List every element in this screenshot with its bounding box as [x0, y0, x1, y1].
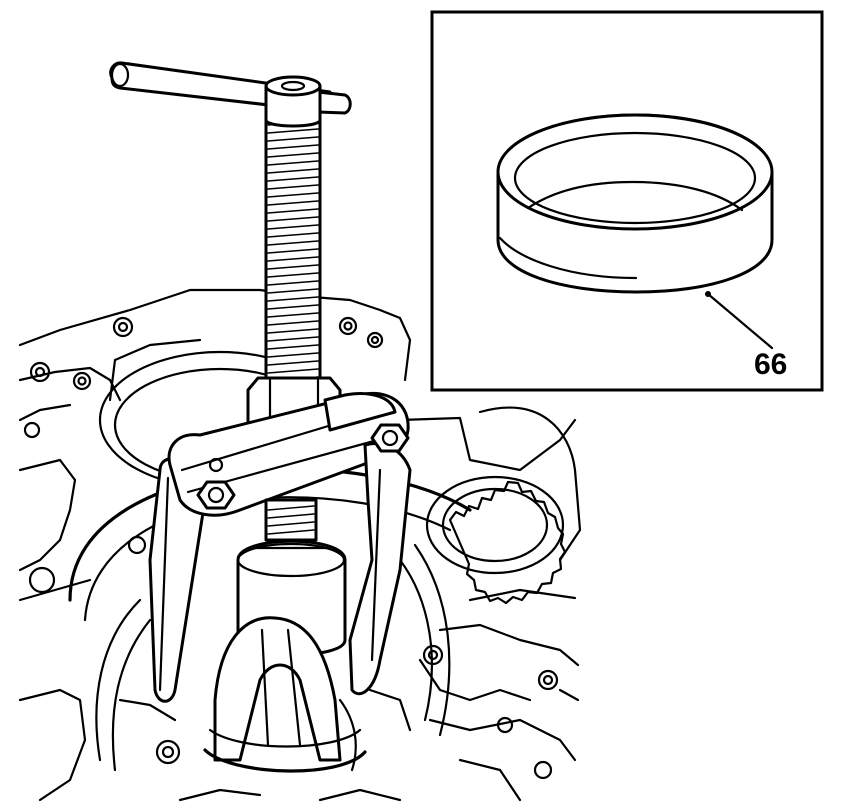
yoke-nut-left: [196, 480, 236, 510]
callout-label: 66: [754, 348, 787, 381]
callout-dot: [705, 291, 711, 297]
inset-ring: [496, 113, 774, 294]
yoke-nut-right: [370, 423, 410, 453]
spindle-threads: [267, 120, 319, 382]
inset-panel: 66: [430, 10, 824, 392]
bearing-ring: [203, 748, 367, 773]
puller-arm-left: [148, 456, 207, 703]
callout-leader: [706, 292, 774, 350]
puller-center-jaw: [213, 616, 342, 762]
puller-tool: [109, 61, 412, 773]
